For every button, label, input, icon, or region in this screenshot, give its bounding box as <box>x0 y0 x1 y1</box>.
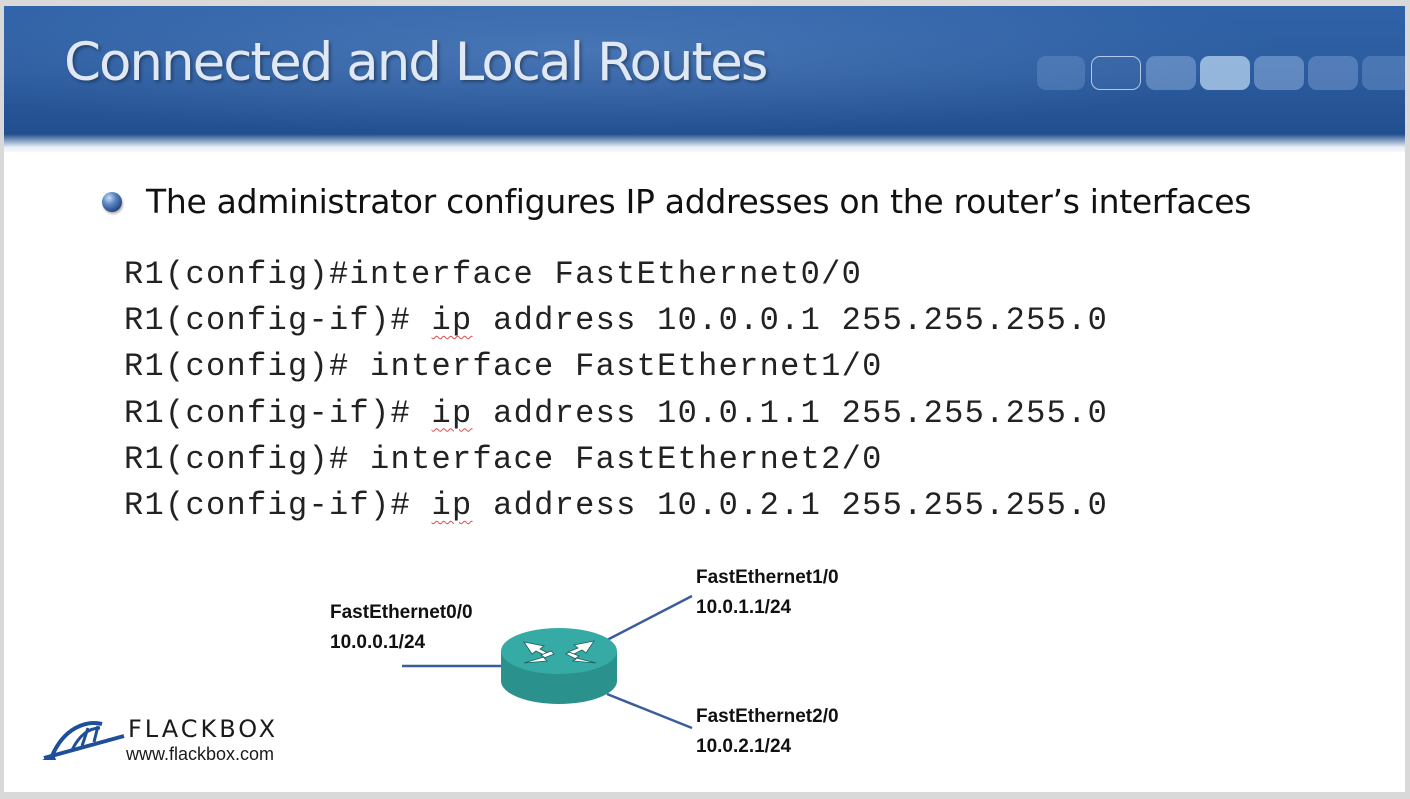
fa1-0-label: FastEthernet1/0 10.0.1.1/24 <box>696 567 839 618</box>
config-line: R1(config-if)# ip address 10.0.2.1 255.2… <box>124 486 1109 524</box>
router-icon <box>501 628 617 704</box>
config-line: R1(config)# interface FastEthernet1/0 <box>124 348 883 386</box>
bullet-text: The administrator configures IP addresse… <box>146 182 1252 221</box>
bullet-icon <box>102 191 122 212</box>
config-line: R1(config)#interface FastEthernet0/0 <box>124 256 863 293</box>
config-line: R1(config-if)# ip address 10.0.0.1 255.2… <box>124 302 1109 340</box>
slide-title: Connected and Local Routes <box>64 32 768 93</box>
fa0-0-label: FastEthernet0/0 10.0.0.1/24 <box>330 602 473 653</box>
flackbox-logo: FLACKBOX www.flackbox.com <box>42 712 307 768</box>
bridge-icon <box>42 721 125 760</box>
logo-name: FLACKBOX <box>128 715 279 743</box>
link-fa1-0 <box>606 594 693 642</box>
config-line: R1(config)# interface FastEthernet2/0 <box>124 440 883 478</box>
slide: Connected and Local Routes The administr… <box>4 6 1405 792</box>
config-commands: R1(config)#interface FastEthernet0/0 R1(… <box>124 252 1108 529</box>
config-line: R1(config-if)# ip address 10.0.1.1 255.2… <box>124 394 1109 432</box>
logo-url: www.flackbox.com <box>126 744 275 764</box>
fa2-0-label: FastEthernet2/0 10.0.2.1/24 <box>696 706 839 757</box>
title-banner: Connected and Local Routes <box>4 6 1405 152</box>
link-fa2-0 <box>606 692 693 730</box>
bullet-item: The administrator configures IP addresse… <box>102 182 1251 221</box>
